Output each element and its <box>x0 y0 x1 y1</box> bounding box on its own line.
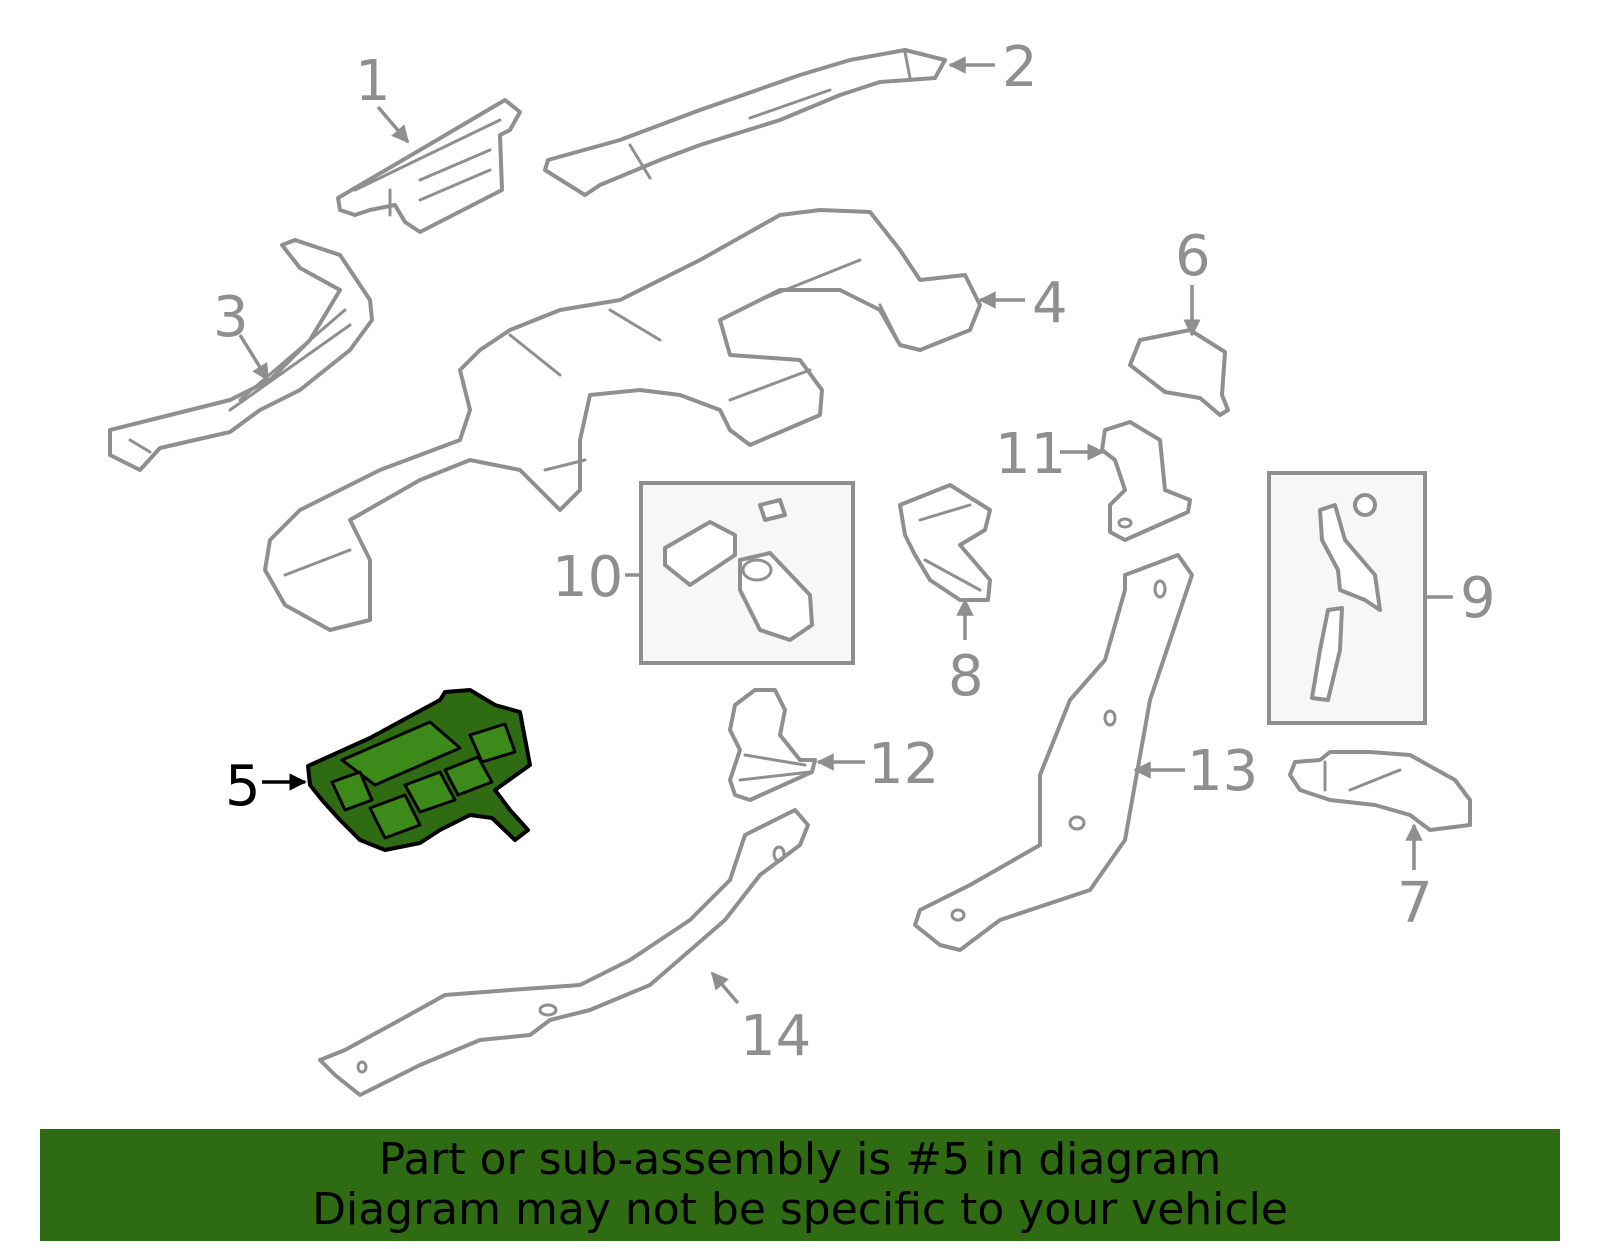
part-10-kit-box[interactable] <box>639 481 855 665</box>
banner-line-1: Part or sub-assembly is #5 in diagram <box>378 1134 1222 1185</box>
callout-9: 9 <box>1460 566 1496 631</box>
leader-lines <box>238 56 1453 1005</box>
callout-11: 11 <box>995 422 1066 487</box>
callout-4: 4 <box>1032 271 1068 336</box>
part-13-rear-duct-right[interactable] <box>913 553 1194 952</box>
callout-7: 7 <box>1397 871 1433 936</box>
callout-13: 13 <box>1187 739 1258 804</box>
part-7-rear-duct[interactable] <box>1288 750 1472 832</box>
callout-12: 12 <box>868 732 939 797</box>
callout-6: 6 <box>1175 224 1211 289</box>
callout-10: 10 <box>552 545 623 610</box>
callout-3: 3 <box>213 285 249 350</box>
callout-5: 5 <box>225 754 261 819</box>
part-5-highlighted-duct[interactable] <box>306 688 532 852</box>
part-14-rear-duct-left[interactable] <box>318 808 810 1097</box>
part-1-defroster-nozzle[interactable] <box>336 98 522 234</box>
callout-14: 14 <box>740 1004 811 1069</box>
callout-2: 2 <box>1002 35 1038 100</box>
part-12-adapter[interactable] <box>728 688 817 802</box>
part-4-main-duct[interactable] <box>263 208 982 632</box>
info-banner: Part or sub-assembly is #5 in diagram Di… <box>40 1129 1560 1241</box>
part-9-kit-box[interactable] <box>1267 471 1427 725</box>
part-11-mount[interactable] <box>1100 420 1192 542</box>
callout-1: 1 <box>355 49 391 114</box>
part-3-left-duct[interactable] <box>108 238 374 472</box>
part-8-duct[interactable] <box>898 483 992 602</box>
part-6-small-duct[interactable] <box>1128 328 1230 417</box>
callout-8: 8 <box>948 644 984 709</box>
part-2-side-duct[interactable] <box>543 48 947 197</box>
banner-line-2: Diagram may not be specific to your vehi… <box>312 1184 1288 1235</box>
